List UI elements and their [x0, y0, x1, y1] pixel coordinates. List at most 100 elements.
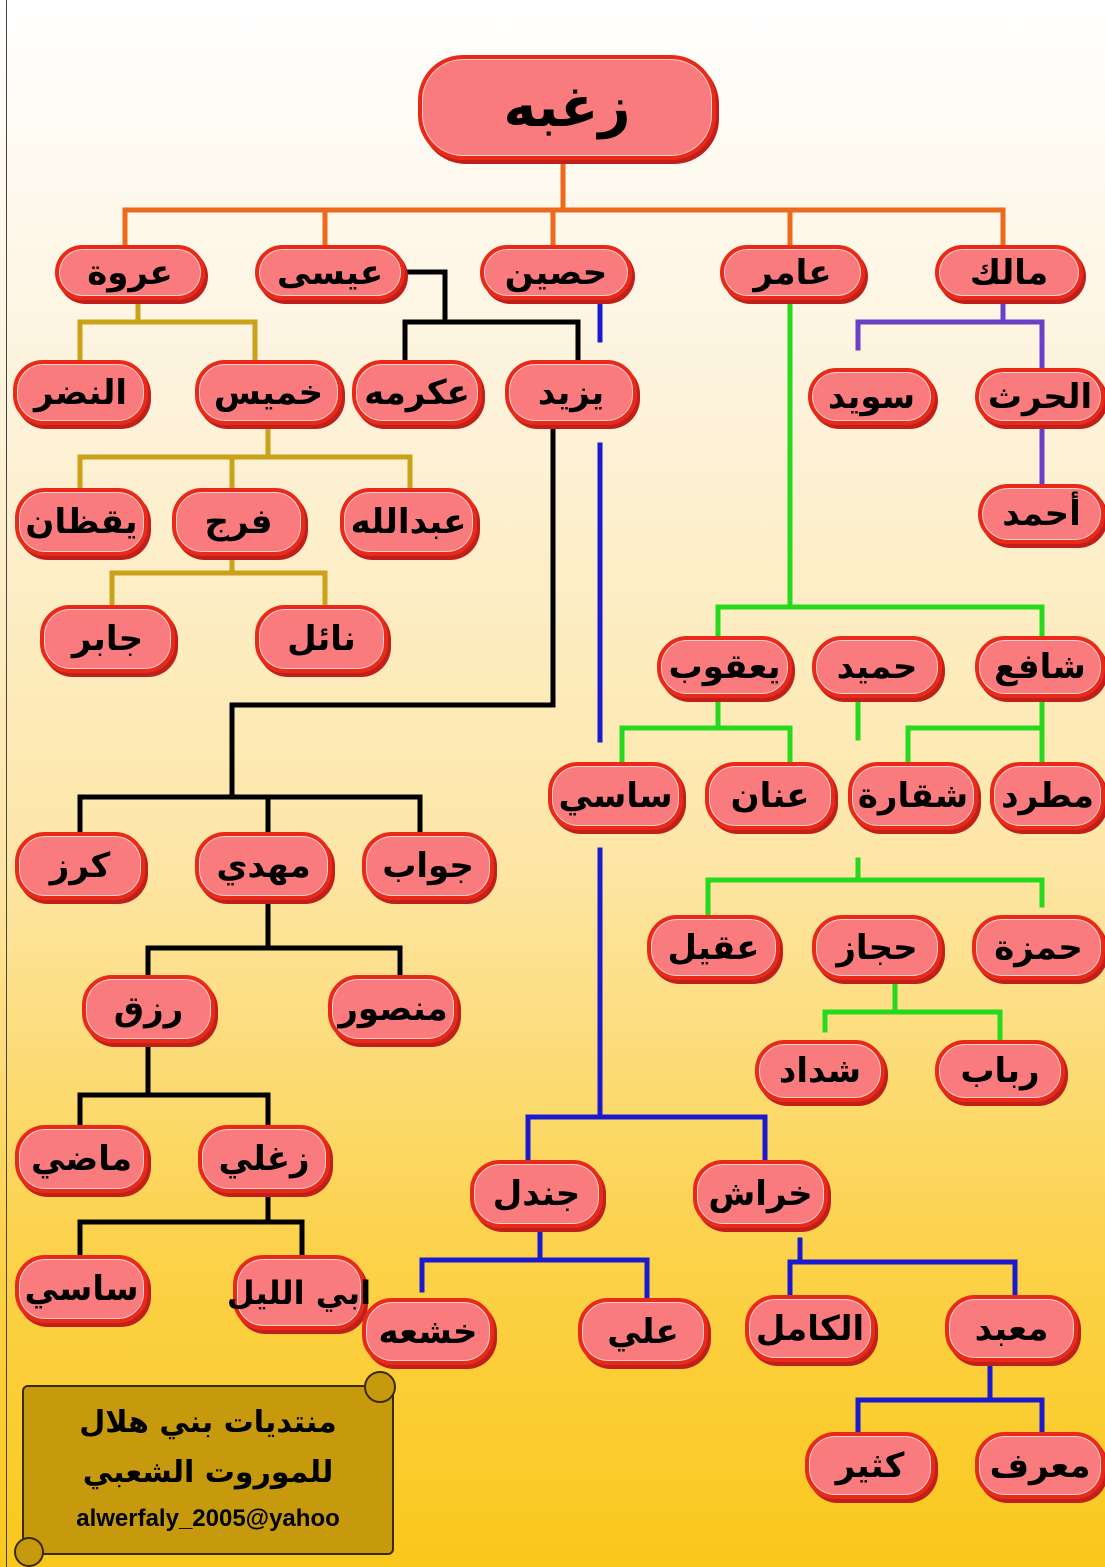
node-root: زغبه: [418, 55, 716, 160]
node-yazid: يزيد: [505, 360, 637, 425]
node-rizq: رزق: [82, 975, 215, 1043]
node-label: عكرمه: [364, 376, 470, 410]
node-mansour: منصور: [328, 975, 458, 1043]
node-label: الكامل: [756, 1312, 864, 1346]
node-aqil: عقيل: [647, 915, 780, 980]
node-label: شقارة: [858, 779, 968, 813]
node-label: يزيد: [538, 376, 604, 410]
node-label: جواب: [382, 849, 474, 883]
node-label: حميد: [837, 650, 918, 684]
node-khashaa: خشعه: [362, 1298, 494, 1365]
node-label: سويد: [828, 380, 915, 414]
node-label: عامر: [753, 256, 831, 290]
node-faraj: فرج: [172, 488, 305, 556]
node-jundal: جندل: [470, 1160, 603, 1228]
node-label: يقظان: [25, 505, 137, 539]
node-kathir: كثير: [805, 1432, 935, 1499]
node-label: منصور: [338, 992, 447, 1026]
node-label: حمزة: [994, 931, 1083, 965]
node-label: معبد: [975, 1312, 1049, 1346]
node-khirash: خراش: [693, 1160, 828, 1228]
node-label: زغبه: [503, 80, 630, 136]
node-label: معرف: [990, 1449, 1091, 1483]
node-amer: عامر: [720, 245, 865, 300]
node-label: شافع: [994, 650, 1086, 684]
scroll-curl: [14, 1537, 44, 1567]
node-hijaz: حجاز: [812, 915, 942, 980]
node-shaqara: شقارة: [848, 762, 978, 830]
node-label: خميس: [214, 376, 323, 410]
node-husayn: حصين: [480, 245, 632, 300]
node-label: خراش: [708, 1177, 812, 1211]
node-rabab: رباب: [935, 1040, 1065, 1102]
node-label: عيسى: [277, 256, 383, 290]
node-isa: عيسى: [255, 245, 405, 300]
node-label: عقيل: [668, 931, 760, 965]
node-mabad: معبد: [945, 1295, 1078, 1362]
node-label: عروة: [87, 256, 173, 290]
node-label: رزق: [114, 992, 184, 1026]
forum-subtitle: للموروت الشعبي: [24, 1455, 392, 1490]
node-madi: ماضي: [15, 1125, 148, 1193]
node-yaqdhan: يقظان: [15, 488, 148, 556]
node-label: كرز: [50, 849, 111, 883]
node-label: خشعه: [379, 1315, 478, 1349]
node-abi-layl: ابي الليل: [233, 1255, 365, 1330]
node-label: ساسي: [558, 779, 672, 813]
node-khamis: خميس: [195, 360, 342, 425]
node-label: مالك: [970, 256, 1048, 290]
forum-name: منتديات بني هلال: [24, 1405, 392, 1440]
node-label: ساسي: [24, 1272, 138, 1306]
node-karz: كرز: [15, 832, 145, 900]
node-sasi-left: ساسي: [15, 1255, 148, 1323]
node-label: عبدالله: [351, 505, 467, 539]
node-label: شداد: [779, 1054, 861, 1088]
node-hamid: حميد: [812, 636, 942, 698]
node-mutrad: مطرد: [990, 762, 1105, 830]
node-label: النضر: [34, 376, 127, 410]
contact-email: alwerfaly_2005@yahoo: [24, 1505, 392, 1533]
node-shafi: شافع: [975, 636, 1105, 698]
node-label: علي: [607, 1315, 679, 1349]
node-label: مطرد: [1001, 779, 1094, 813]
node-abdullah: عبدالله: [340, 488, 477, 556]
node-ali: علي: [578, 1298, 708, 1365]
node-mahdi: مهدي: [195, 832, 332, 900]
node-label: عنان: [731, 779, 810, 813]
node-kamil: الكامل: [745, 1295, 875, 1362]
node-malik: مالك: [935, 245, 1083, 300]
node-label: مهدي: [216, 849, 310, 883]
node-zaghli: زغلي: [198, 1125, 330, 1193]
node-nail: نائل: [255, 605, 388, 673]
node-harth: الحرث: [975, 368, 1105, 425]
node-maraf: معرف: [975, 1432, 1105, 1499]
node-sasi-right: ساسي: [548, 762, 683, 830]
node-label: يعقوب: [669, 650, 781, 684]
node-label: جابر: [72, 622, 143, 656]
node-urwa: عروة: [55, 245, 205, 300]
scroll-curl: [364, 1371, 396, 1403]
node-label: ابي الليل: [227, 1277, 371, 1309]
node-ikrima: عكرمه: [352, 360, 482, 425]
node-jabir: جابر: [40, 605, 175, 673]
footer-scroll-banner: منتديات بني هلال للموروت الشعبي alwerfal…: [22, 1385, 394, 1555]
node-nadr: النضر: [13, 360, 148, 425]
node-yaqub: يعقوب: [657, 636, 792, 698]
node-label: كثير: [836, 1449, 905, 1483]
node-ahmad: أحمد: [978, 484, 1105, 544]
node-label: ماضي: [31, 1142, 132, 1176]
node-hamza: حمزة: [972, 915, 1105, 980]
node-annan: عنان: [705, 762, 835, 830]
node-label: الحرث: [988, 380, 1092, 414]
node-shaddad: شداد: [755, 1040, 885, 1102]
node-label: جندل: [493, 1177, 581, 1211]
node-label: نائل: [287, 622, 356, 656]
node-suwaid: سويد: [808, 368, 935, 425]
node-label: حصين: [505, 256, 607, 290]
node-label: زغلي: [218, 1142, 309, 1176]
node-label: حجاز: [836, 931, 917, 965]
node-jawab: جواب: [362, 832, 494, 900]
node-label: أحمد: [1002, 497, 1081, 531]
node-label: رباب: [960, 1054, 1039, 1088]
node-label: فرج: [205, 505, 273, 539]
